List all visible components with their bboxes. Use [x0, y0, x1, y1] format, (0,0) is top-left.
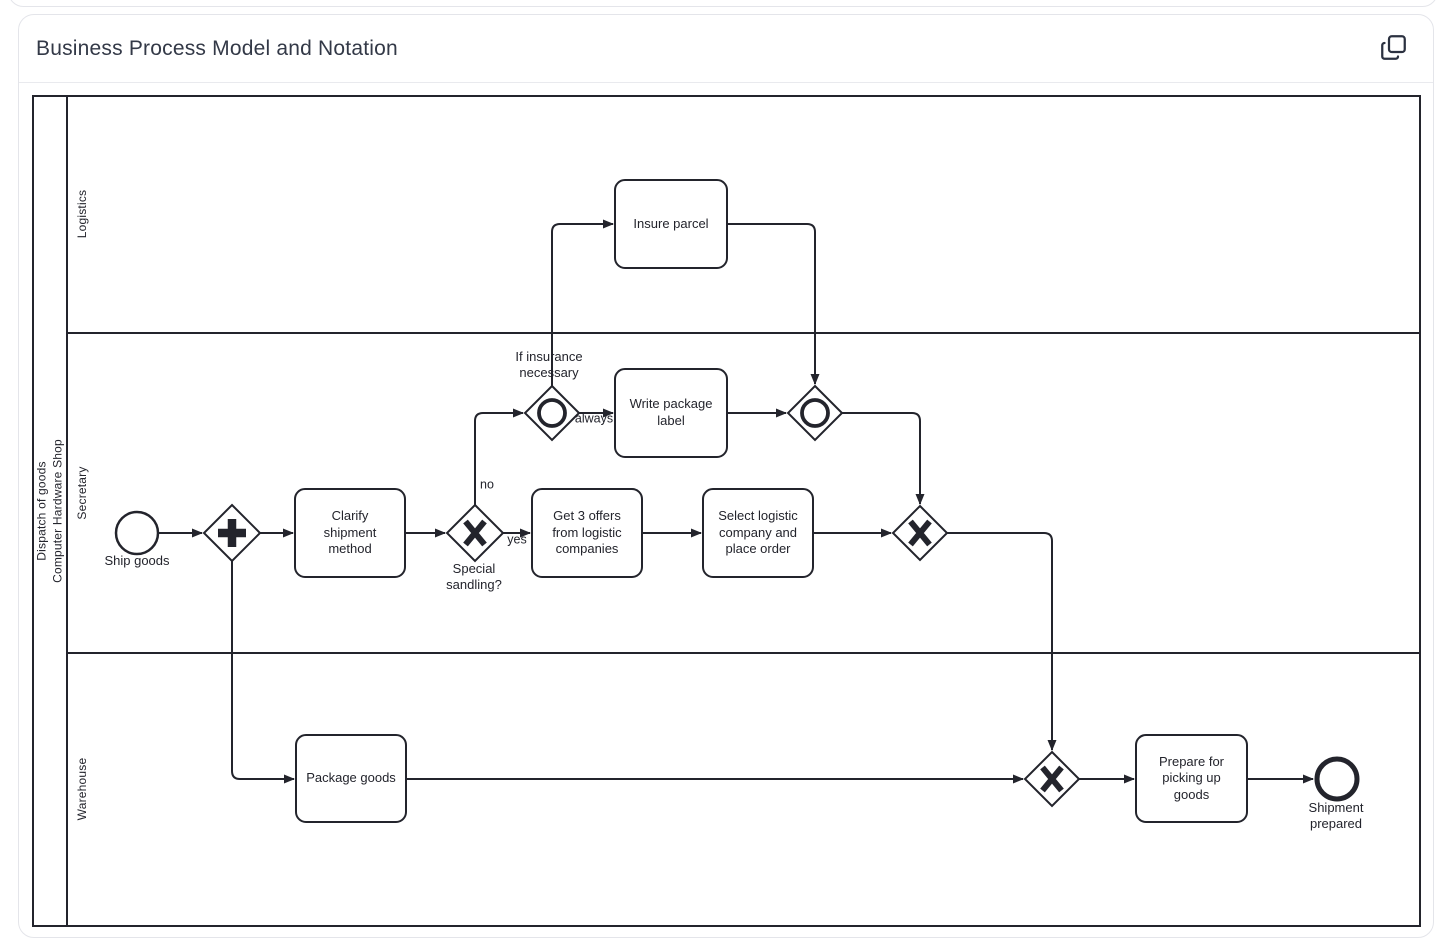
pool-label-line1: Dispatch of goods [34, 461, 49, 561]
xor-x-icon-special [463, 519, 487, 547]
flow-inclusive-to-insure [551, 219, 614, 386]
end-event-shipment-prepared[interactable] [1314, 756, 1360, 802]
parallel-plus-icon [218, 519, 246, 547]
task-prepare-picking-up[interactable] [1135, 734, 1248, 823]
flow-parallel-to-package [231, 561, 295, 784]
flow-xor-no-to-inclusive [474, 408, 524, 505]
task-write-package-label-label: Write package label [629, 396, 713, 428]
page-title: Business Process Model and Notation [36, 36, 398, 60]
copy-button[interactable] [1375, 31, 1411, 67]
flow-insure-to-inclusive-merge [727, 223, 820, 385]
card-header: Business Process Model and Notation [19, 15, 1433, 83]
xor-x-icon-warehouse [1040, 765, 1064, 793]
task-insure-parcel[interactable] [614, 179, 728, 269]
inclusive-circle-icon-2 [800, 398, 830, 428]
task-clarify-shipment-method[interactable] [294, 488, 406, 578]
task-package-goods-label: Package goods [306, 770, 396, 786]
task-write-package-label[interactable] [614, 368, 728, 458]
task-get-3-offers[interactable] [531, 488, 643, 578]
gateway-inclusive-insurance[interactable] [523, 384, 581, 442]
flow-inclusive-merge-to-xor-merge [842, 412, 925, 505]
gateway-inclusive-merge[interactable] [786, 384, 844, 442]
task-offers-label: Get 3 offers from logistic companies [552, 508, 622, 557]
task-select-label: Select logistic company and place order [718, 508, 798, 557]
xor-x-icon-merge [908, 519, 932, 547]
inclusive-circle-icon-1 [537, 398, 567, 428]
task-prepare-label: Prepare for picking up goods [1158, 753, 1225, 802]
task-insure-parcel-label: Insure parcel [633, 215, 709, 231]
flow-xor-merge-to-warehouse-xor [947, 532, 1057, 751]
task-clarify-label: Clarify shipment method [323, 508, 377, 557]
start-event-ship-goods[interactable] [114, 510, 160, 556]
copy-icon [1380, 34, 1407, 64]
pool-label-line2: Computer Hardware Shop [50, 439, 64, 583]
task-select-logistic-company[interactable] [702, 488, 814, 578]
task-package-goods[interactable] [295, 734, 407, 823]
